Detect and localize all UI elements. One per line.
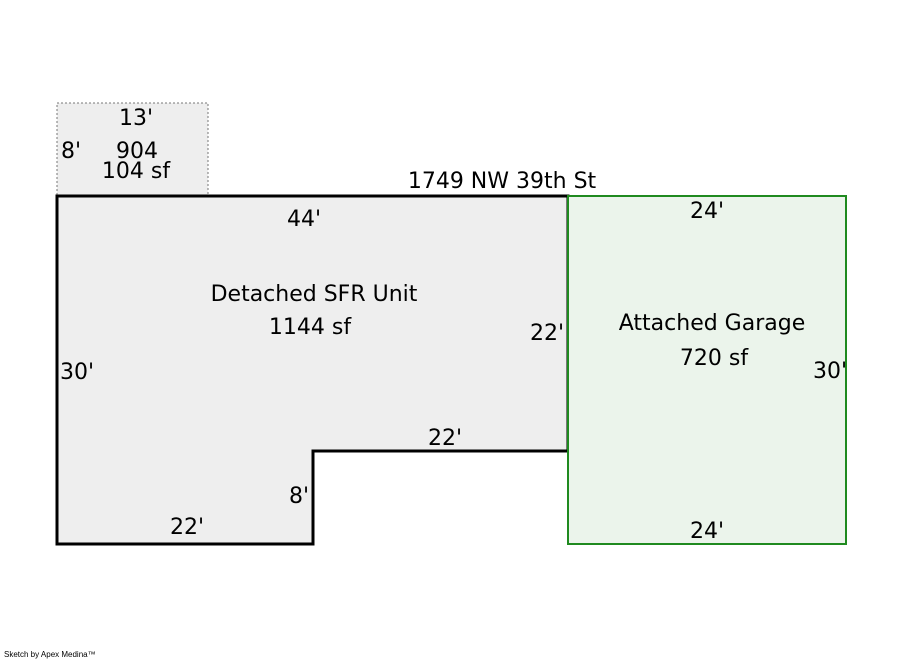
porch-area-label: 104 sf: [101, 159, 171, 184]
footer-credit: Sketch by Apex Medina™: [4, 650, 96, 659]
garage-outline: [567, 195, 847, 545]
porch-area: [56, 102, 209, 197]
main-unit-outline: [55, 194, 570, 546]
main-unit-name: Detached SFR Unit: [210, 282, 418, 307]
porch-left-dim: 8': [61, 139, 82, 164]
main-bottom-dim: 22': [169, 515, 205, 540]
main-unit-area: 1144 sf: [268, 315, 352, 340]
main-left-dim: 30': [60, 360, 95, 385]
porch-top-dim: 13': [118, 106, 154, 131]
garage-right-dim: 30': [813, 359, 848, 384]
garage-area: 720 sf: [679, 346, 749, 371]
garage-top-dim: 24': [689, 199, 725, 224]
garage-name: Attached Garage: [618, 311, 806, 336]
address-label: 1749 NW 39th St: [407, 169, 597, 194]
main-inner-top-dim: 22': [427, 426, 463, 451]
porch-code: 904: [116, 139, 158, 164]
main-right-dim: 22': [530, 321, 565, 346]
main-inner-side-dim: 8': [289, 484, 310, 509]
garage-bottom-dim: 24': [689, 519, 725, 544]
main-top-dim: 44': [286, 207, 322, 232]
